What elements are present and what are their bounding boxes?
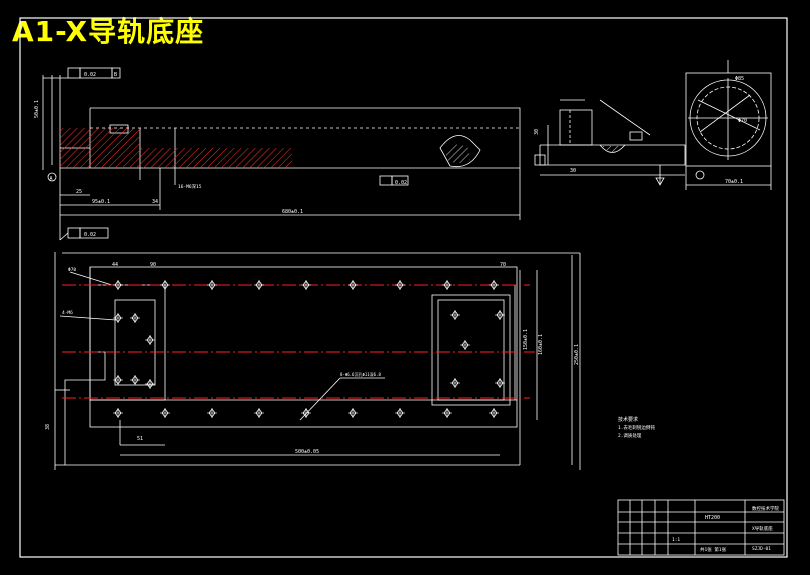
dim-width-inner2: 160±0.1 <box>538 334 544 355</box>
section-hatch-left <box>60 128 140 148</box>
hole-bottom-1 <box>160 408 170 418</box>
hole-bottom-4 <box>301 408 311 418</box>
side-dim-h: 30 <box>534 129 540 135</box>
hole-top-1 <box>160 280 170 290</box>
hole-inner-3 <box>113 375 123 385</box>
title-sheet: 共1张 第1张 <box>700 546 727 553</box>
circle-dia-label: Φ85 <box>735 76 744 82</box>
pitch-dia-label: Φ70 <box>738 118 747 124</box>
dim-small-g: 70 <box>500 262 506 268</box>
hole-inner-1 <box>130 313 140 323</box>
hole-inner-4 <box>130 375 140 385</box>
dim-width-inner1: 150±0.1 <box>523 329 529 350</box>
title-company: 数控技术学院 <box>752 505 779 512</box>
dim-width-right: 250±0.1 <box>574 344 580 365</box>
notes-line2: 2.调质处理 <box>618 432 642 439</box>
side-dim-w: 30 <box>570 168 576 174</box>
side-groove-hatch <box>602 146 623 152</box>
datum-a: A <box>50 176 53 182</box>
dim-dist: 51 <box>137 436 143 442</box>
slot-note: 16-M6深15 <box>178 183 202 190</box>
pitch-label: Φ70 <box>68 267 76 273</box>
hole-bottom-7 <box>442 408 452 418</box>
hole-top-8 <box>489 280 499 290</box>
dim-small-b: 90 <box>150 262 156 268</box>
hole-bottom-3 <box>254 408 264 418</box>
hole-inner-7 <box>495 310 505 320</box>
title-part-name: X导轨底座 <box>752 525 773 532</box>
hole-inner-10 <box>495 378 505 388</box>
section-hatch <box>60 148 292 168</box>
drawing-title: A1-X导轨底座 <box>12 15 205 48</box>
groove-hatch <box>445 144 470 163</box>
title-drawing-no: SZJD-01 <box>752 546 771 552</box>
title-scale: 1:1 <box>672 537 680 543</box>
side-view <box>534 99 686 186</box>
hole-bottom-0 <box>113 408 123 418</box>
hole-inner-0 <box>113 313 123 323</box>
dim-depth-left: 38 <box>45 424 51 430</box>
tol-perp-bottom: 0.02 <box>84 232 96 238</box>
hole-note: 8-Φ6.6沉孔Φ11深6.8 <box>340 371 381 377</box>
hole-bottom-8 <box>489 408 499 418</box>
hole-top-4 <box>301 280 311 290</box>
dim-height-left: 50±0.1 <box>34 100 40 118</box>
hole-inner-2 <box>145 335 155 345</box>
hole-inner-5 <box>145 379 155 389</box>
plan-holes <box>113 280 505 418</box>
notes-line1: 1.去毛刺锐边倒钝 <box>618 424 655 431</box>
hole-top-2 <box>207 280 217 290</box>
title-block <box>617 499 785 556</box>
dim-inner-length: 500±0.05 <box>295 449 319 455</box>
sheet-border <box>19 17 788 558</box>
side-width-label: 70±0.1 <box>725 179 743 185</box>
title-material: HT200 <box>705 515 720 521</box>
hole-bottom-5 <box>348 408 358 418</box>
hole-top-3 <box>254 280 264 290</box>
dim-overall-length: 680±0.1 <box>282 209 303 215</box>
hole-top-5 <box>348 280 358 290</box>
dim-small-a: 44 <box>112 262 118 268</box>
hole-inner-6 <box>450 310 460 320</box>
datum-b-box: B <box>114 72 117 78</box>
center-lines <box>62 284 535 399</box>
hole-top-0 <box>113 280 123 290</box>
thread-note: 4-M6 <box>62 310 73 316</box>
hole-bottom-6 <box>395 408 405 418</box>
hole-top-6 <box>395 280 405 290</box>
notes-heading: 技术要求 <box>618 416 638 423</box>
dim-depth: 34 <box>152 199 158 205</box>
tol-parallel-mid: 0.02 <box>395 180 407 186</box>
hole-inner-8 <box>460 340 470 350</box>
tol-flatness-top: 0.02 <box>84 72 96 78</box>
hole-bottom-2 <box>207 408 217 418</box>
hole-inner-9 <box>450 378 460 388</box>
dim-left-ref: 95±0.1 <box>92 199 110 205</box>
plan-view <box>54 252 581 470</box>
dim-small-f: 25 <box>76 189 82 195</box>
circle-detail-view <box>685 60 772 190</box>
hole-top-7 <box>442 280 452 290</box>
